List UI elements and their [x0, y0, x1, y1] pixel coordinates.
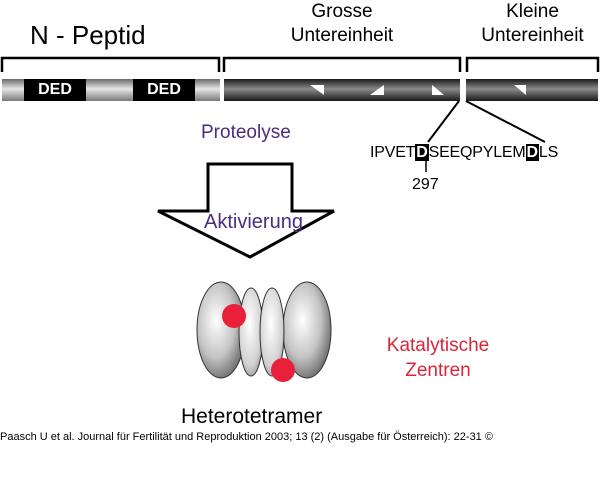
- aktivierung-label: Aktivierung: [204, 211, 303, 233]
- kleine-untereinheit-bracket: [465, 56, 600, 72]
- pointer-line-1: [427, 100, 460, 143]
- catalytic-center-bottom: [271, 358, 295, 382]
- katalytische-line1: Katalytische: [386, 335, 490, 356]
- sequence-prefix: IPVET: [370, 144, 416, 161]
- ded-box-2: [133, 79, 195, 101]
- sequence-asp-1: D: [415, 144, 429, 161]
- heterotetramer-label: Heterotetramer: [181, 405, 323, 428]
- kleine-label-line1: Kleine: [506, 1, 559, 22]
- grosse-label-line2: Untereinheit: [290, 25, 394, 46]
- outer-subunit-left: [196, 281, 246, 379]
- proteolyse-label: Proteolyse: [201, 122, 291, 143]
- ded-label-1: DED: [38, 81, 72, 98]
- activation-arrow: [157, 162, 335, 259]
- pointer-line-2: [465, 100, 546, 143]
- sequence-asp-2: D: [525, 144, 539, 161]
- kleine-label-line2: Untereinheit: [481, 25, 584, 46]
- sequence-middle: SEEQPYLEM: [428, 144, 526, 161]
- ded-label-2: DED: [147, 81, 181, 98]
- ded-box-1: [24, 79, 86, 101]
- n-peptid-bracket: [0, 56, 221, 72]
- cleavage-notch-3: [432, 85, 444, 95]
- inner-subunit-left: [238, 287, 264, 377]
- grosse-untereinheit-bracket: [222, 56, 462, 72]
- kleine-untereinheit-label: Kleine Untereinheit: [467, 0, 598, 48]
- n-peptid-label: N - Peptid: [30, 20, 146, 50]
- katalytische-line2: Zentren: [405, 360, 471, 381]
- cleavage-notch-2: [370, 85, 384, 95]
- inner-subunit-right: [259, 287, 285, 377]
- grosse-label-line1: Grosse: [311, 1, 373, 22]
- grosse-untereinheit-segment: [224, 79, 460, 101]
- sequence-suffix: LS: [538, 144, 559, 161]
- cleavage-notch-1: [310, 85, 324, 95]
- cleavage-notch-4: [514, 85, 526, 95]
- grosse-untereinheit-label: Grosse Untereinheit: [224, 0, 460, 48]
- kleine-untereinheit-segment: [466, 79, 598, 101]
- catalytic-center-top: [222, 304, 246, 328]
- katalytische-zentren-label: Katalytische Zentren: [360, 333, 516, 383]
- position-number: 297: [412, 176, 439, 193]
- cleavage-sequence: IPVETDSEEQPYLEMDLS: [370, 143, 558, 163]
- citation-text: Paasch U et al. Journal für Fertilität u…: [0, 431, 493, 443]
